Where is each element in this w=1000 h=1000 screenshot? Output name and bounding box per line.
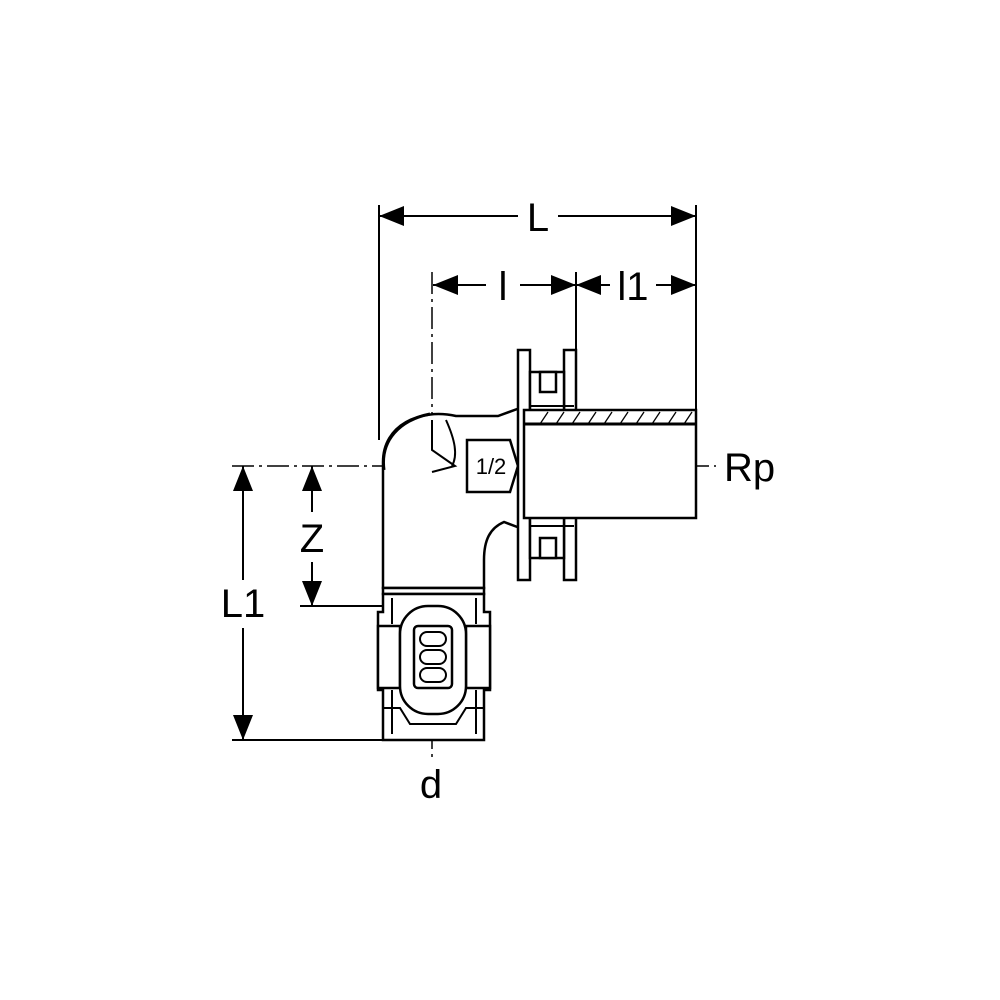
dimension-L1: L1 <box>221 466 384 741</box>
elbow-body: 1/2 <box>381 406 522 596</box>
label-Rp: Rp <box>724 446 775 490</box>
dimension-l: l <box>433 265 577 350</box>
press-connector <box>376 592 492 742</box>
dimension-Z: Z <box>300 466 384 607</box>
dimension-l1: l1 <box>576 265 696 309</box>
label-Z: Z <box>300 517 324 561</box>
thread-size-marking: 1/2 <box>476 454 507 479</box>
dimension-L: L <box>378 196 697 440</box>
label-l: l <box>499 265 508 309</box>
thread-hatching <box>539 411 693 425</box>
threaded-socket <box>522 408 698 520</box>
label-l1: l1 <box>617 265 648 309</box>
label-d: d <box>420 763 442 807</box>
label-L: L <box>527 196 549 240</box>
label-L1: L1 <box>221 582 266 626</box>
